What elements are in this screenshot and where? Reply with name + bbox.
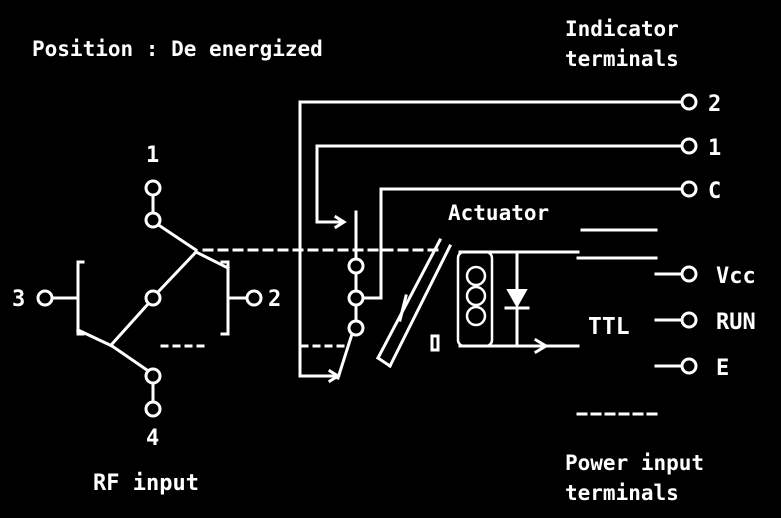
indicator-title-line2: terminals <box>565 47 679 71</box>
power-terminal-vcc <box>680 265 698 283</box>
rf-port-2-label: 2 <box>268 287 281 312</box>
indicator-contact-top <box>347 257 365 275</box>
rf-contact-top <box>144 211 162 229</box>
rf-port-4-terminal <box>144 400 162 418</box>
rf-port-4-label: 4 <box>146 426 159 451</box>
rf-port-1-terminal <box>144 179 162 197</box>
indicator-terminal-2 <box>680 93 698 111</box>
actuator-label: Actuator <box>448 201 549 225</box>
power-terminal-vcc-label: Vcc <box>716 264 756 289</box>
power-terminal-run <box>680 311 698 329</box>
rf-contact-centre <box>144 289 162 307</box>
actuator: Actuator TTL <box>375 201 658 416</box>
power-terminal-e-label: E <box>716 356 729 381</box>
rf-port-3-terminal <box>36 289 54 307</box>
rf-port-3-label: 3 <box>12 287 25 312</box>
indicator-title-line1: Indicator <box>565 17 679 41</box>
power-terminal-e <box>680 357 698 375</box>
indicator-contact-bottom <box>347 319 365 337</box>
power-terminals: Vcc RUN E Power input terminals <box>565 264 756 505</box>
ttl-label: TTL <box>588 314 630 340</box>
indicator-terminal-1-label: 1 <box>708 136 721 161</box>
rf-contact-bottom <box>144 367 162 385</box>
indicator-terminal-2-label: 2 <box>708 92 721 117</box>
power-title-line1: Power input <box>565 451 704 475</box>
rf-port-2-terminal <box>245 289 263 307</box>
indicator-terminal-c-label: C <box>708 179 721 204</box>
rf-input-label: RF input <box>93 471 199 496</box>
power-terminal-run-label: RUN <box>716 310 756 335</box>
indicator-terminal-c <box>680 180 698 198</box>
rf-switch: 1 3 2 4 RF input <box>12 143 442 496</box>
indicator-terminal-1 <box>680 137 698 155</box>
power-title-line2: terminals <box>565 481 679 505</box>
indicator-switch: 2 1 C <box>298 92 721 384</box>
rf-port-1-label: 1 <box>146 143 159 168</box>
indicator-contact-middle <box>347 289 365 307</box>
position-caption: Position : De energized <box>32 37 323 61</box>
